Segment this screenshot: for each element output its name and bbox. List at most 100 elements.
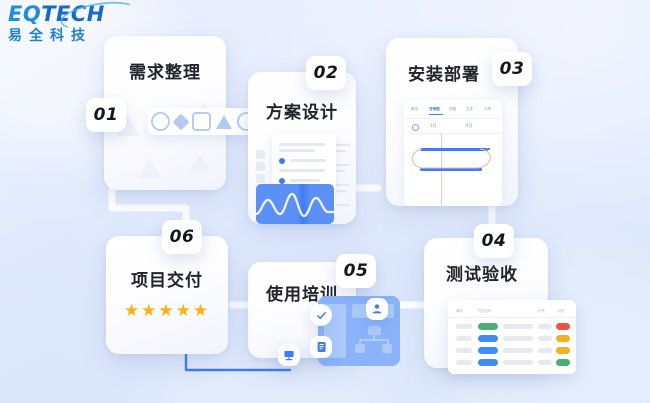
- table-cell-text-2: [503, 336, 533, 341]
- mock-side-stack-2: [256, 162, 265, 171]
- table-cell-text-4: [503, 360, 533, 365]
- gantt-tab-underline: [429, 114, 443, 115]
- presentation-icon-chip[interactable]: [278, 344, 300, 366]
- step-label-04: 测试验收: [446, 265, 518, 285]
- rail-accent-bottom: [184, 352, 292, 372]
- step-label-06: 项目交付: [131, 271, 203, 291]
- doc-line-5: [290, 179, 320, 182]
- user-icon-chip[interactable]: [366, 298, 388, 320]
- gantt-calendar-icon: [412, 124, 419, 131]
- check-icon: [316, 311, 326, 319]
- shape-circle-icon: [150, 112, 170, 131]
- gantt-tab-3[interactable]: 文件: [466, 107, 474, 111]
- check-icon-chip[interactable]: [310, 304, 332, 326]
- table-cell-owner-3: [538, 348, 552, 353]
- doc-line-4: [279, 169, 325, 172]
- status-pill-left-2: [478, 335, 498, 342]
- ghost-triangle-d: [188, 154, 212, 174]
- gantt-tab-0[interactable]: 概览: [411, 107, 419, 111]
- user-icon: [372, 304, 382, 314]
- mock-tick-2: [336, 150, 346, 152]
- mock-side-stack-1: [256, 150, 265, 159]
- status-pill-left-4: [478, 359, 498, 366]
- doc-line-1: [279, 143, 325, 146]
- mock-tick-5: [336, 184, 350, 186]
- table-cell-text-1: [503, 324, 533, 329]
- shape-diamond-icon: [172, 113, 189, 130]
- table-header-1: 任务名称: [478, 309, 492, 313]
- gantt-month-1: 4月: [466, 123, 473, 128]
- panel-node-1: [355, 344, 365, 353]
- table-cell-owner-1: [538, 324, 552, 329]
- step-label-02: 方案设计: [266, 103, 338, 123]
- gantt-tabs-divider: [404, 118, 502, 119]
- mock-tick-6: [336, 190, 347, 192]
- acceptance-status-table: 编号 任务名称 负责 状态: [448, 300, 576, 374]
- status-pill-left-3: [478, 347, 498, 354]
- doc-line-2: [279, 149, 315, 152]
- step-badge-05: 05: [336, 254, 376, 288]
- mock-gantt-panel: 概览 甘特图 视图 文件 共享 3月 4月: [404, 100, 502, 206]
- brand-logo: EQTECH 易全科技: [8, 0, 140, 48]
- step-badge-06: 06: [162, 220, 202, 254]
- gantt-months-divider: [404, 133, 502, 134]
- panel-connector-lines: [359, 335, 389, 344]
- logo-subtitle: 易全科技: [8, 28, 92, 44]
- panel-folder-icon: [368, 326, 381, 335]
- table-row: [456, 324, 472, 329]
- status-pill-right-3: [556, 347, 570, 354]
- status-pill-left-1: [478, 323, 498, 330]
- table-header-divider: [448, 317, 576, 318]
- table-row: [456, 348, 472, 353]
- gantt-tab-1[interactable]: 甘特图: [429, 107, 440, 111]
- gantt-tab-2[interactable]: 视图: [449, 107, 457, 111]
- logo-text-tech: TECH: [41, 2, 105, 26]
- step-badge-04: 04: [474, 224, 514, 258]
- notebook-icon-chip[interactable]: [310, 336, 332, 358]
- step-card-02[interactable]: 方案设计: [248, 72, 356, 224]
- delivery-rating-stars: ★★★★★: [123, 301, 211, 320]
- doc-bullet-2: [279, 178, 285, 184]
- doc-bullet-1: [279, 158, 285, 164]
- gantt-bar-1: [420, 148, 488, 151]
- table-row: [456, 360, 472, 365]
- status-pill-right-1: [556, 323, 570, 330]
- wave-chart-svg: [256, 192, 334, 218]
- step-card-06[interactable]: 项目交付 ★★★★★: [106, 236, 228, 354]
- requirement-shapes-bar: [148, 108, 256, 135]
- status-pill-right-2: [556, 335, 570, 342]
- presentation-icon: [284, 351, 294, 361]
- logo-text-eq: EQ: [8, 2, 42, 26]
- status-pill-right-4: [556, 359, 570, 366]
- step-label-03: 安装部署: [408, 65, 480, 85]
- gantt-month-0: 3月: [430, 123, 437, 128]
- doc-line-3: [290, 159, 326, 162]
- shape-square-icon: [191, 112, 211, 131]
- logo-wordmark: EQTECH: [8, 0, 140, 35]
- mock-side-stack-3: [256, 174, 265, 183]
- gantt-tab-4[interactable]: 共享: [484, 107, 492, 111]
- gantt-dependency-curve: [411, 147, 491, 169]
- step-badge-01: 01: [86, 98, 126, 132]
- table-cell-text-3: [503, 348, 533, 353]
- step-badge-02: 02: [306, 56, 346, 90]
- mock-tick-3: [336, 164, 350, 166]
- table-header-0: 编号: [456, 309, 463, 313]
- notebook-icon: [317, 342, 326, 352]
- step-label-01: 需求整理: [129, 63, 201, 83]
- mock-tick-7: [336, 204, 350, 206]
- ghost-triangle-c: [138, 158, 162, 178]
- table-header-3: 状态: [558, 309, 565, 313]
- gantt-bar-2: [420, 168, 482, 171]
- mock-document-panel: [272, 134, 336, 192]
- table-header-2: 负责: [538, 309, 545, 313]
- table-cell-owner-4: [538, 360, 552, 365]
- panel-node-2: [382, 344, 392, 353]
- mock-tick-4: [336, 170, 345, 172]
- shape-triangle-icon: [215, 114, 232, 129]
- step-badge-03: 03: [492, 52, 532, 86]
- table-row: [456, 336, 472, 341]
- table-cell-owner-2: [538, 336, 552, 341]
- mock-wave-chart: [256, 184, 334, 224]
